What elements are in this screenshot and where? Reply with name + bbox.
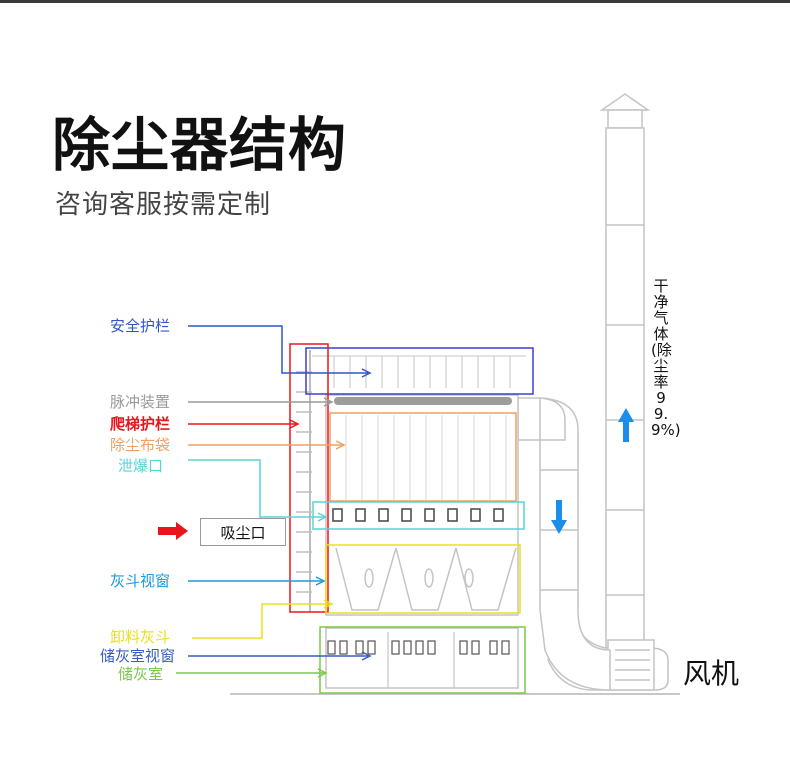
label-dust-inlet: 吸尘口	[200, 518, 286, 546]
safety-rail-bars	[312, 355, 526, 388]
filter-bag-frame	[329, 412, 517, 502]
label-ash-room: 储灰室	[118, 665, 164, 683]
explosion-vent-leader	[188, 459, 324, 518]
pulse-device-bar	[334, 397, 512, 405]
label-explosion-vent: 泄爆口	[118, 457, 164, 475]
label-ladder-rail: 爬梯护栏	[110, 415, 171, 433]
label-hopper-window: 灰斗视窗	[110, 572, 171, 590]
filter-bags	[345, 415, 507, 500]
ash-room-frame	[319, 626, 526, 694]
dust-inlet-arrow	[158, 522, 188, 540]
safety-rail-frame	[305, 347, 534, 395]
label-unload-hopper: 卸料灰斗	[110, 628, 171, 646]
label-clean-gas: 干净气体(除尘率99.9%)	[651, 277, 681, 439]
explosion-vents	[332, 508, 504, 522]
down-flow-arrow	[551, 500, 567, 534]
unload-hopper-leader	[192, 603, 330, 639]
up-flow-arrow	[618, 408, 634, 442]
ash-room-windows	[327, 632, 510, 688]
page-subtitle: 咨询客服按需定制	[55, 190, 272, 220]
safety-rail-leader	[188, 325, 368, 374]
top-border	[0, 0, 790, 3]
ladder-rail-frame	[289, 343, 329, 613]
label-filter-bag: 除尘布袋	[110, 436, 171, 454]
label-ash-room-window: 储灰室视窗	[100, 647, 176, 665]
ladder-rungs	[296, 350, 312, 612]
hoppers	[335, 547, 517, 611]
page-title: 除尘器结构	[52, 111, 348, 179]
collector-body	[325, 394, 519, 689]
hopper-frame	[325, 544, 521, 614]
explosion-vent-frame	[312, 501, 525, 530]
exhaust-stack	[599, 93, 651, 649]
label-safety-rail: 安全护栏	[110, 317, 171, 335]
label-fan: 风机	[683, 657, 740, 690]
label-pulse-device: 脉冲装置	[110, 393, 171, 411]
